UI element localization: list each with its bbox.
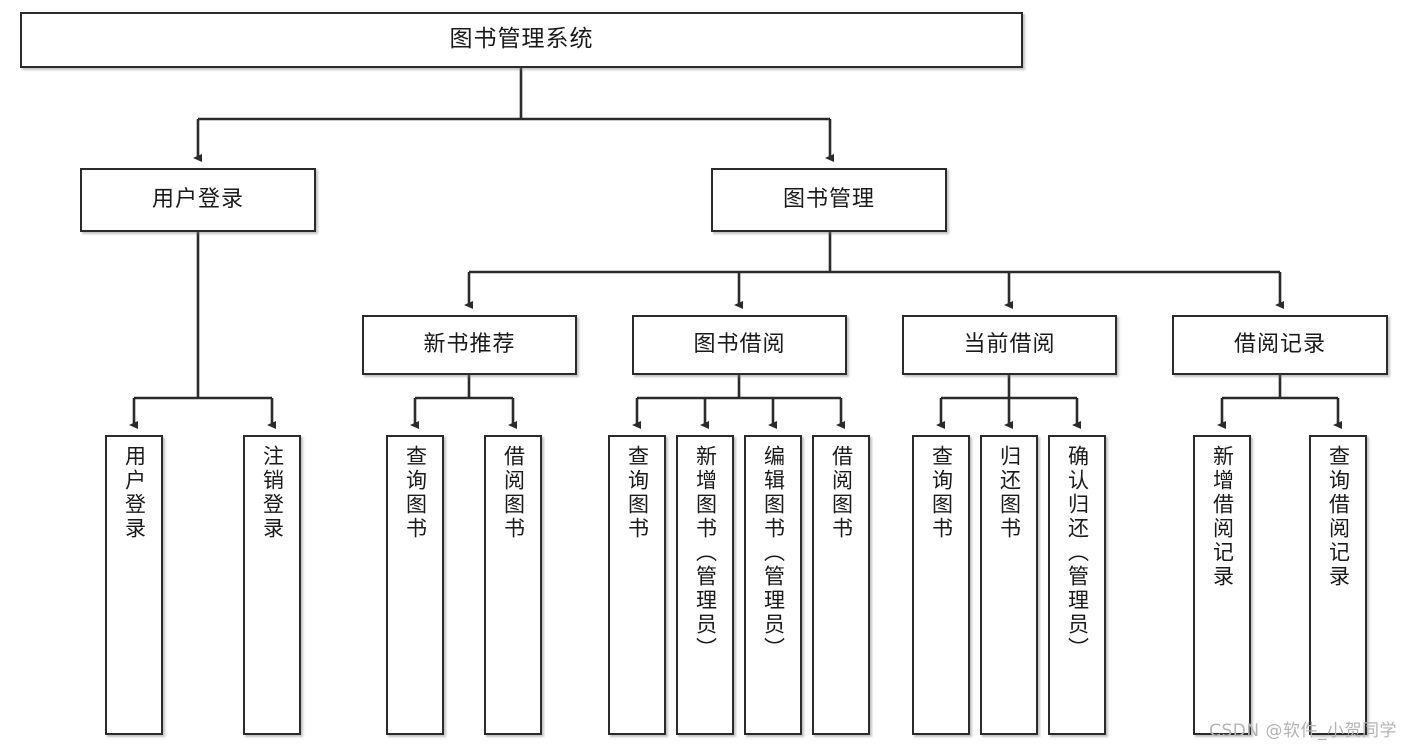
node-label: 图书管理 — [782, 186, 875, 212]
csdn-watermark: CSDN @软件_小贺同学 — [1209, 721, 1397, 741]
node-leaf-query-book-current[interactable]: 查询图书 — [912, 435, 970, 735]
node-leaf-borrow-book[interactable]: 借阅图书 — [812, 435, 870, 735]
node-leaf-confirm-return-admin[interactable]: 确认归还（管理员） — [1048, 435, 1106, 735]
node-leaf-logout[interactable]: 注销登录 — [243, 435, 301, 735]
node-label: 新书推荐 — [423, 331, 516, 357]
node-label: 新增图书（管理员） — [693, 445, 718, 661]
node-book-management[interactable]: 图书管理 — [711, 168, 947, 232]
node-label: 归还图书 — [997, 445, 1022, 541]
node-leaf-query-book-borrow[interactable]: 查询图书 — [608, 435, 666, 735]
node-leaf-return-book[interactable]: 归还图书 — [980, 435, 1038, 735]
node-leaf-query-borrow-record[interactable]: 查询借阅记录 — [1309, 435, 1367, 735]
node-leaf-borrow-book-recommend[interactable]: 借阅图书 — [484, 435, 542, 735]
node-label: 新增借阅记录 — [1210, 445, 1235, 589]
node-label: 用户登录 — [151, 186, 244, 212]
node-label: 查询图书 — [403, 445, 428, 541]
node-label: 注销登录 — [260, 445, 285, 541]
node-user-login[interactable]: 用户登录 — [80, 168, 316, 232]
node-leaf-query-book-recommend[interactable]: 查询图书 — [386, 435, 444, 735]
node-label: 查询图书 — [625, 445, 650, 541]
node-leaf-add-book-admin[interactable]: 新增图书（管理员） — [676, 435, 734, 735]
node-book-borrowing[interactable]: 图书借阅 — [632, 315, 847, 375]
node-current-borrowing[interactable]: 当前借阅 — [902, 315, 1117, 375]
node-label: 当前借阅 — [963, 331, 1056, 357]
node-label: 借阅图书 — [829, 445, 854, 541]
node-leaf-user-login[interactable]: 用户登录 — [105, 435, 163, 735]
node-leaf-add-borrow-record[interactable]: 新增借阅记录 — [1193, 435, 1251, 735]
node-root-book-management-system[interactable]: 图书管理系统 — [20, 12, 1023, 68]
node-label: 查询图书 — [929, 445, 954, 541]
node-label: 查询借阅记录 — [1326, 445, 1351, 589]
node-new-book-recommendation[interactable]: 新书推荐 — [362, 315, 577, 375]
node-label: 编辑图书（管理员） — [761, 445, 786, 661]
node-label: 借阅图书 — [501, 445, 526, 541]
node-label: 图书管理系统 — [449, 26, 594, 53]
node-label: 用户登录 — [122, 445, 147, 541]
node-label: 借阅记录 — [1233, 331, 1326, 357]
node-leaf-edit-book-admin[interactable]: 编辑图书（管理员） — [744, 435, 802, 735]
node-label: 确认归还（管理员） — [1065, 445, 1090, 661]
node-borrowing-record[interactable]: 借阅记录 — [1172, 315, 1388, 375]
node-label: 图书借阅 — [693, 331, 786, 357]
